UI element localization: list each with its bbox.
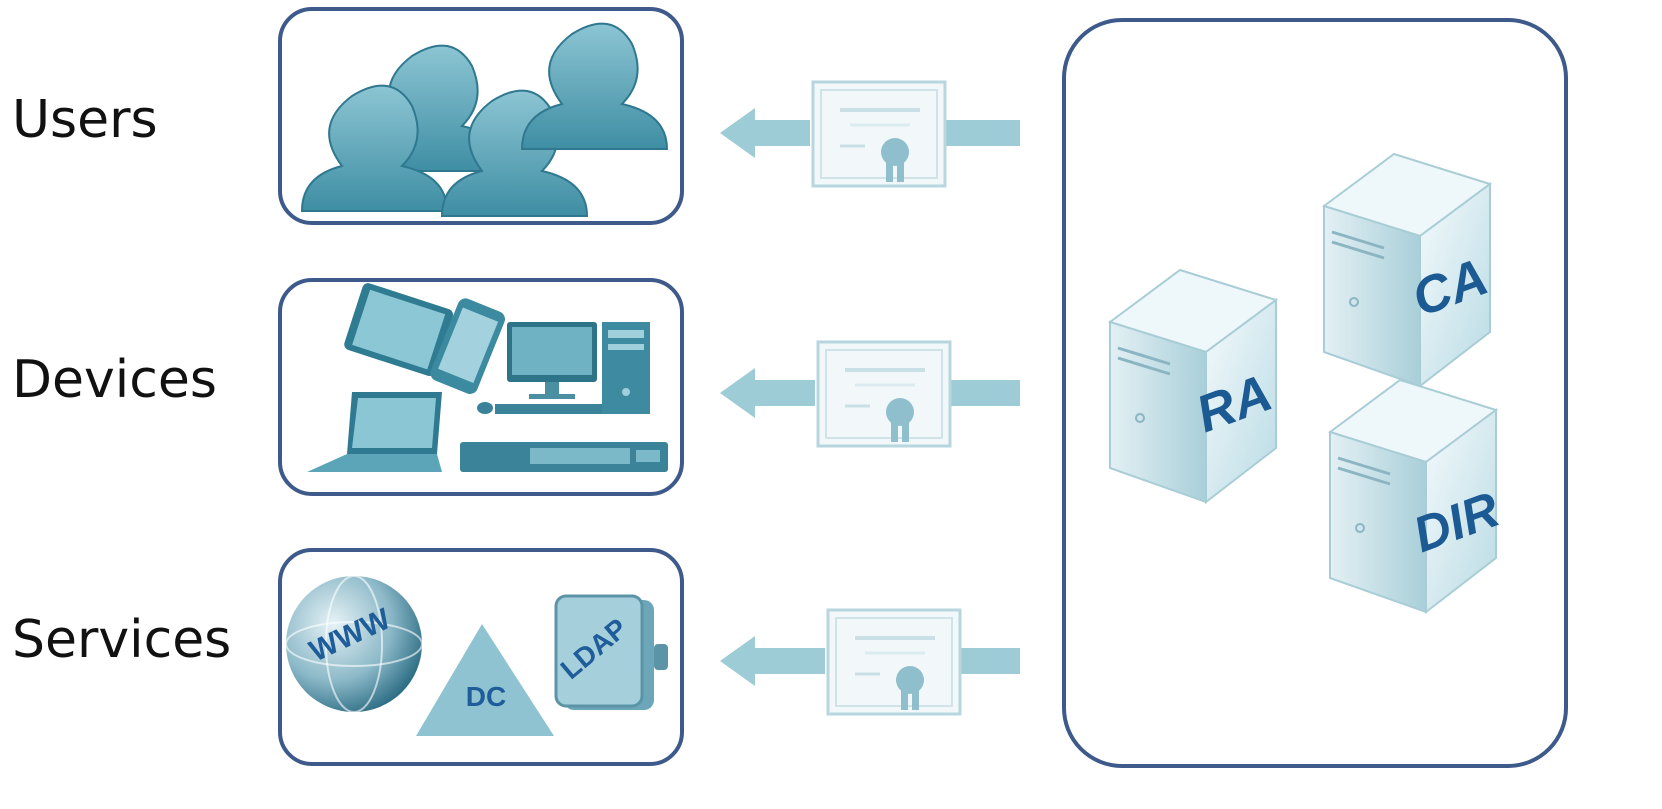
- dir-server-icon: DIR: [1327, 378, 1506, 615]
- tower-icon: [602, 322, 650, 414]
- users-box: [278, 7, 684, 225]
- servers-group-icon: CA RA DIR: [1107, 152, 1506, 615]
- globe-icon: WWW: [285, 575, 423, 713]
- arrow-tail: [950, 380, 1020, 406]
- tablet-icon: [344, 283, 454, 376]
- devices-group-icon: [307, 283, 668, 472]
- certificate-icon: [811, 80, 947, 188]
- arrow-head-icon: [720, 368, 815, 418]
- laptop-icon: [307, 392, 442, 472]
- arrow-tail: [960, 648, 1020, 674]
- network-switch-icon: [460, 442, 668, 472]
- users-group-icon: [300, 22, 669, 217]
- certificate-icon: [816, 340, 952, 448]
- phone-icon: [430, 298, 505, 394]
- ra-server-icon: RA: [1107, 268, 1279, 505]
- arrow-head-icon: [720, 636, 825, 686]
- devices-label: Devices: [12, 350, 217, 410]
- user-icon: [520, 22, 669, 150]
- certificate-arrow-users: [720, 80, 1020, 188]
- dc-triangle-icon: DC: [416, 624, 554, 736]
- ca-server-icon: CA: [1321, 152, 1495, 389]
- ldap-book-icon: LDAP: [554, 594, 668, 710]
- services-label: Services: [12, 610, 232, 670]
- certificate-arrow-devices: [720, 340, 1020, 448]
- pki-infrastructure-box: CA RA DIR: [1062, 18, 1568, 768]
- certificate-icon: [826, 608, 962, 716]
- arrow-tail: [945, 120, 1020, 146]
- services-group-icon: WWW DC LDAP: [285, 575, 668, 736]
- services-box: WWW DC LDAP: [278, 548, 684, 766]
- users-label: Users: [12, 90, 158, 150]
- dc-label: DC: [466, 681, 506, 712]
- certificate-arrow-services: [720, 608, 1020, 716]
- devices-box: [278, 278, 684, 496]
- arrow-head-icon: [720, 108, 810, 158]
- desktop-icon: [477, 322, 605, 414]
- user-icon: [300, 84, 449, 212]
